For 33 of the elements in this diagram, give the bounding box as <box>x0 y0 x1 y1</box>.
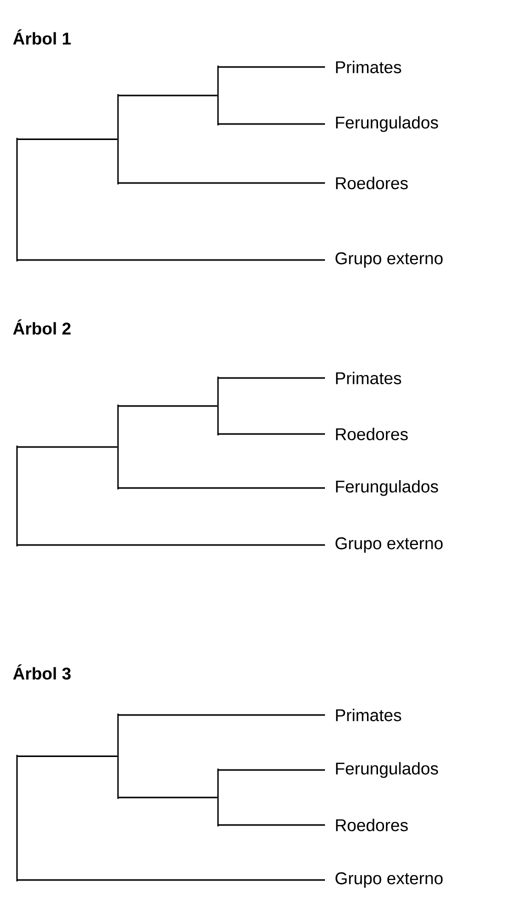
taxon-label: Primates <box>336 708 402 722</box>
branch-line <box>218 824 325 826</box>
tree-heading: Árbol 3 <box>13 664 71 680</box>
taxon-label: Grupo externo <box>336 872 443 888</box>
taxon-label: Ferungulados <box>336 762 438 778</box>
branch-line <box>17 446 118 448</box>
taxon-label: Primates <box>336 60 402 74</box>
branch-line <box>218 123 325 125</box>
taxon-label: Primates <box>336 372 402 384</box>
branch-line <box>17 756 118 757</box>
taxon-label: Ferungulados <box>336 116 438 132</box>
branch-line <box>17 879 325 881</box>
branch-line <box>218 377 325 379</box>
branch-line <box>118 796 218 798</box>
branch-line <box>218 66 325 68</box>
branch-line <box>118 487 325 489</box>
branch-line <box>118 714 325 716</box>
branch-line <box>218 769 325 771</box>
taxon-label: Grupo externo <box>336 537 443 553</box>
taxon-label: Roedores <box>336 428 408 440</box>
taxon-label: Ferungulados <box>336 480 438 496</box>
branch-line <box>118 182 325 184</box>
branch-line <box>118 405 218 407</box>
taxon-label: Grupo externo <box>336 252 443 268</box>
branch-line <box>218 433 325 435</box>
taxon-label: Roedores <box>336 176 408 190</box>
branch-line <box>118 94 218 96</box>
branch-line <box>17 138 118 140</box>
branch-line <box>17 544 325 546</box>
tree-heading: Árbol 1 <box>13 29 71 45</box>
taxon-label: Roedores <box>336 818 408 832</box>
branch-line <box>17 259 325 261</box>
tree-heading: Árbol 2 <box>13 319 71 335</box>
